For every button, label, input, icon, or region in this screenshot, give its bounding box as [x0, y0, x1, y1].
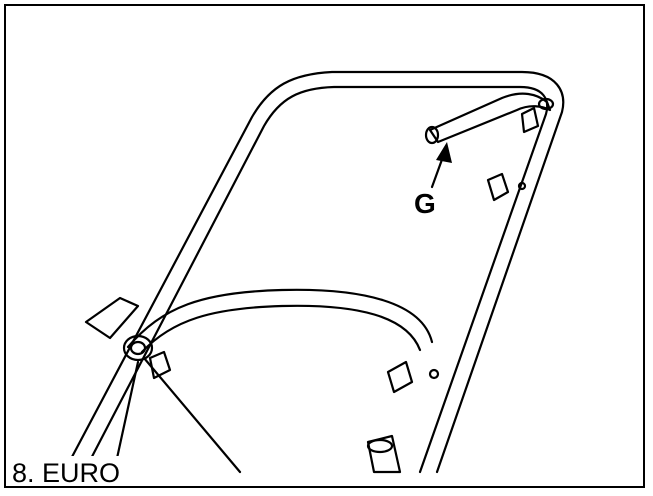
control-cable-b: [112, 360, 140, 474]
callout-arrow-head: [436, 142, 452, 163]
lever-bracket: [520, 106, 540, 134]
lever-pivot: [537, 97, 555, 111]
pivot-knob-center: [129, 340, 147, 356]
control-cable-a: [142, 356, 242, 474]
fastener-upper: [517, 181, 527, 191]
handle-outer-outline: [62, 70, 565, 474]
callout-label-g: G: [414, 188, 436, 219]
figure-caption: 8. EURO: [8, 456, 127, 486]
lower-grip-end: [366, 438, 394, 454]
lower-crossbar-outer: [126, 288, 434, 349]
left-quick-release-lever: [84, 296, 140, 340]
cable-guide-lower: [386, 360, 414, 394]
mower-handle-illustration: [62, 70, 565, 474]
cable-guide-upper: [486, 172, 510, 202]
fastener-lower: [428, 368, 440, 380]
left-clip: [148, 350, 172, 380]
lever-end: [424, 125, 440, 145]
handle-inner-outline: [82, 85, 549, 474]
figure-frame: G 8. EURO: [4, 4, 645, 488]
pivot-knob: [122, 334, 154, 362]
lower-grip: [366, 434, 402, 474]
control-lever: [428, 92, 552, 144]
lower-crossbar-inner: [140, 304, 422, 354]
